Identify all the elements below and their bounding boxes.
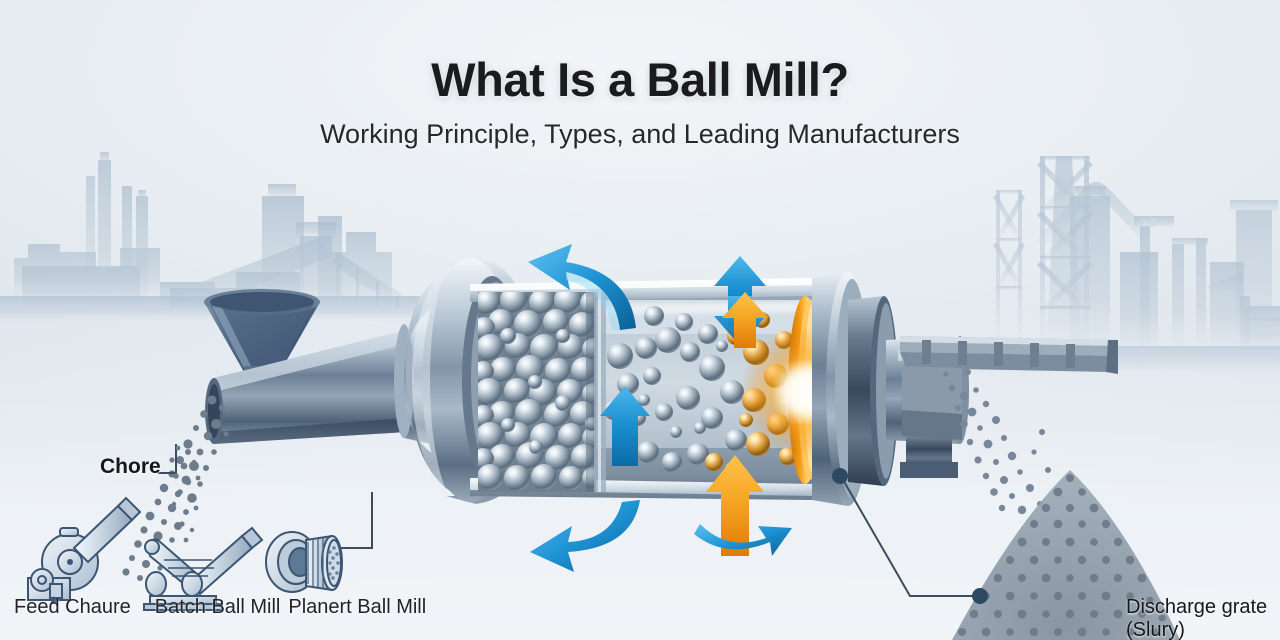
leader-thumbnail bbox=[332, 492, 373, 549]
page-subtitle: Working Principle, Types, and Leading Ma… bbox=[320, 119, 960, 149]
feed-hopper-assembly bbox=[204, 289, 460, 458]
product-pile bbox=[952, 470, 1180, 640]
rotation-arrow-bottom-left bbox=[530, 500, 640, 572]
heading-group: What Is a Ball Mill? Working Principle, … bbox=[0, 0, 1280, 150]
thumbnail-caption-feed-chute: Feed Chaure bbox=[14, 596, 131, 618]
callout-feed-chute-label: Chore bbox=[100, 455, 161, 478]
lift-arrow-orange-up bbox=[722, 292, 768, 348]
flow-arrow-blue-center bbox=[600, 386, 650, 466]
thumbnail-caption-planetary-ball-mill: Planert Ball Mill bbox=[288, 596, 427, 618]
batch-ball-mill-icon bbox=[143, 526, 264, 611]
callout-leader-discharge bbox=[832, 468, 988, 604]
thumbnail-captions: Feed Chaure Batch Ball Mill Planert Ball… bbox=[0, 596, 426, 619]
grinding-ball-charge bbox=[478, 292, 596, 492]
page-title: What Is a Ball Mill? bbox=[431, 53, 849, 106]
rotation-arrow-bottom-right bbox=[694, 524, 792, 556]
callout-discharge-line1: Discharge grate bbox=[1126, 596, 1268, 618]
discharge-arrow-orange bbox=[706, 455, 764, 556]
planetary-ball-mill-icon bbox=[265, 531, 343, 593]
batch-feed-particles bbox=[169, 445, 201, 543]
callout-discharge-line2: (Slury) bbox=[1126, 619, 1185, 640]
callout-discharge-label: Discharge grate (Slury) bbox=[1126, 596, 1267, 640]
leader-feed-chute bbox=[158, 444, 177, 474]
callout-leader-lines bbox=[158, 444, 373, 549]
feed-chute-icon bbox=[27, 496, 142, 604]
discharge-chute bbox=[900, 336, 1118, 440]
rotation-arrow-top-left bbox=[528, 244, 636, 330]
thumbnail-caption-batch-ball-mill: Batch Ball Mill bbox=[154, 596, 281, 618]
product-stream bbox=[943, 369, 1060, 515]
